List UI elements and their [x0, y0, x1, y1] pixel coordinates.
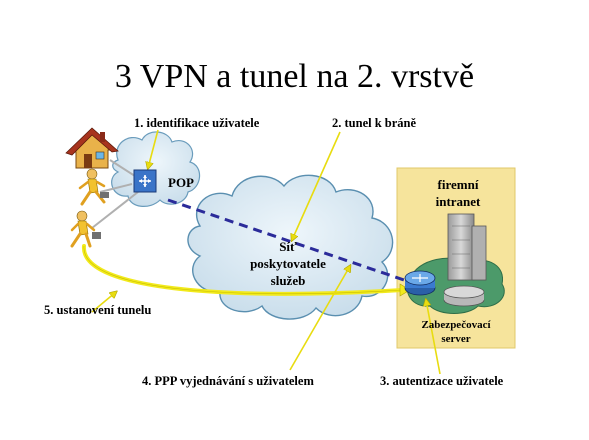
pop-switch-icon: [133, 169, 157, 193]
server-line2: server: [441, 333, 471, 345]
tunnel-dashed-line: [167, 198, 411, 284]
page-title: 3 VPN a tunel na 2. vrstvě: [114, 58, 475, 95]
connector-runner: [99, 183, 133, 193]
security-server-icon: [443, 285, 485, 307]
label-step4: 4. PPP vyjednávání s uživatelem: [142, 374, 314, 388]
label-step5: 5. ustanovení tunelu: [44, 303, 152, 317]
running-user-icon: [78, 168, 109, 206]
callout-step5: [91, 292, 116, 313]
cloud-line2: poskytovatele: [250, 256, 326, 271]
router-icon: [404, 270, 436, 296]
provider-cloud-label: Síť poskytovatele služeb: [218, 238, 358, 289]
callout-step2: [292, 131, 341, 240]
label-pop: POP: [168, 175, 194, 190]
intranet-line2: intranet: [435, 194, 481, 209]
security-server-label: Zabezpečovací server: [406, 318, 506, 346]
callout-step1: [148, 129, 159, 168]
intranet-label: firemní intranet: [418, 176, 498, 210]
intranet-line1: firemní: [437, 177, 479, 192]
cloud-line3: služeb: [270, 273, 306, 288]
connector-walker: [91, 191, 139, 229]
label-step1: 1. identifikace uživatele: [134, 116, 260, 130]
server-line1: Zabezpečovací: [421, 319, 491, 331]
label-step3: 3. autentizace uživatele: [380, 374, 504, 388]
label-step2: 2. tunel k bráně: [332, 116, 417, 130]
connector-house: [109, 159, 136, 177]
callout-step4: [289, 266, 350, 371]
office-building-icon: [447, 213, 487, 281]
house-icon: [65, 127, 119, 169]
callout-step3: [426, 300, 441, 375]
walking-user-icon: [70, 210, 101, 248]
cloud-line1: Síť: [279, 239, 297, 254]
